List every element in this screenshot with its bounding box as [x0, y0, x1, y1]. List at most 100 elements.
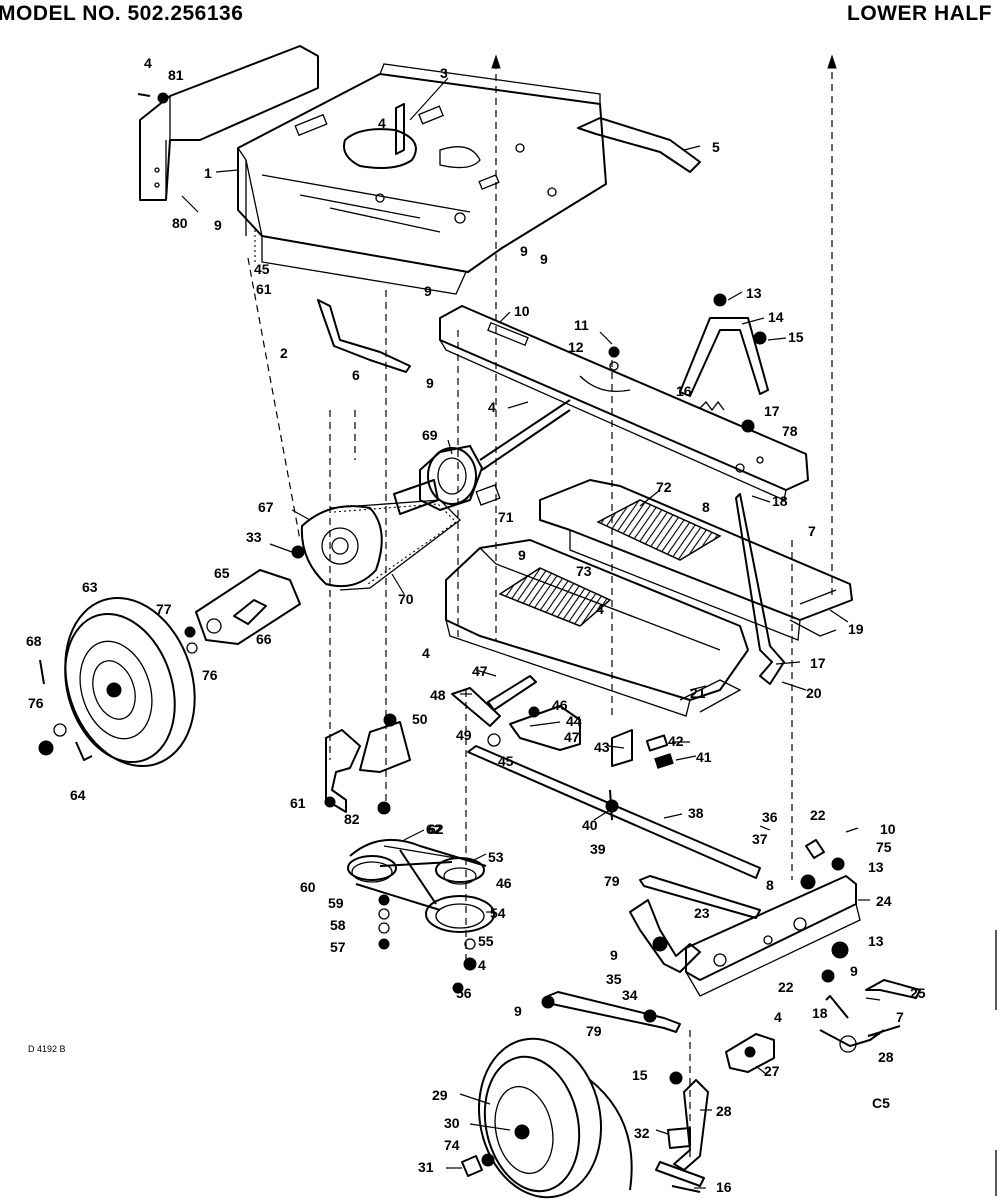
callout-2: 2 [280, 345, 288, 361]
callout-76b: 76 [28, 695, 44, 711]
callout-12: 12 [568, 339, 584, 355]
callout-80: 80 [172, 215, 188, 231]
callout-54: 54 [490, 905, 506, 921]
rod-6 [317, 299, 411, 373]
callout-18b: 18 [812, 1005, 828, 1021]
hub-65 [184, 545, 305, 654]
right-spindle [819, 979, 921, 1053]
callout-7: 7 [808, 523, 816, 539]
callout-56: 56 [456, 985, 472, 1001]
callout-55: 55 [478, 933, 494, 949]
callout-28b: 28 [716, 1103, 732, 1119]
callout-66: 66 [256, 631, 272, 647]
callout-9i: 9 [514, 1003, 522, 1019]
callout-4e: 4 [422, 645, 430, 661]
callout-37: 37 [752, 831, 768, 847]
callout-67: 67 [258, 499, 274, 515]
callout-9d: 9 [426, 375, 434, 391]
lever-5 [577, 117, 701, 173]
callout-22: 22 [810, 807, 826, 823]
callout-13b: 13 [868, 859, 884, 875]
callout-labels: 4 81 3 1 80 5 4 9 9 9 45 61 2 6 9 9 10 1… [26, 55, 926, 1195]
callout-10: 10 [514, 303, 530, 319]
callout-23: 23 [694, 905, 710, 921]
callout-7b: 7 [896, 1009, 904, 1025]
callout-8: 8 [702, 499, 710, 515]
callout-20: 20 [806, 685, 822, 701]
callout-30: 30 [444, 1115, 460, 1131]
callout-4b: 4 [378, 115, 386, 131]
callout-39: 39 [590, 841, 606, 857]
callout-42: 42 [668, 733, 684, 749]
callout-4f: 4 [478, 957, 486, 973]
callout-57: 57 [330, 939, 346, 955]
callout-63: 63 [82, 579, 98, 595]
frame-pan [237, 63, 607, 295]
callout-4: 4 [144, 55, 152, 71]
callout-60: 60 [300, 879, 316, 895]
callout-13c: 13 [868, 933, 884, 949]
front-wheel [461, 1037, 633, 1199]
callout-9a: 9 [214, 217, 222, 233]
spring-16 [699, 400, 755, 433]
lift-lever [451, 675, 674, 769]
callout-17: 17 [764, 403, 780, 419]
callout-46: 46 [552, 697, 568, 713]
callout-11: 11 [574, 317, 589, 333]
callout-4d: 4 [596, 601, 604, 617]
callout-58: 58 [330, 917, 346, 933]
section-title: LOWER HALF [847, 2, 992, 25]
callout-44: 44 [566, 713, 582, 729]
rod-17-20 [735, 493, 785, 685]
callout-16b: 16 [716, 1179, 732, 1195]
bracket-27 [725, 1033, 775, 1073]
callout-77: 77 [156, 601, 172, 617]
callout-69: 69 [422, 427, 438, 443]
callout-15: 15 [788, 329, 804, 345]
model-number-title: MODEL NO. 502.256136 [0, 2, 244, 25]
callout-71: 71 [498, 509, 514, 525]
steering-arm-34 [629, 899, 701, 973]
callout-61: 61 [256, 281, 272, 297]
callout-5: 5 [712, 139, 720, 155]
drawing-code: D 4192 B [28, 1044, 66, 1054]
bracket-14 [679, 293, 769, 397]
callout-31: 31 [418, 1159, 434, 1175]
callout-68: 68 [26, 633, 42, 649]
callout-65: 65 [214, 565, 230, 581]
left-spindle [655, 1071, 709, 1193]
callout-21: 21 [690, 685, 706, 701]
callout-4c: 4 [488, 399, 496, 415]
belt-pulleys [347, 839, 495, 994]
callout-10b: 10 [880, 821, 896, 837]
callout-64: 64 [70, 787, 86, 803]
callout-45b: 45 [498, 753, 514, 769]
callout-81: 81 [168, 67, 184, 83]
callout-74: 74 [444, 1137, 460, 1153]
callout-47: 47 [472, 663, 488, 679]
callout-9h: 9 [850, 963, 858, 979]
callout-82: 82 [344, 811, 360, 827]
callout-9g: 9 [610, 947, 618, 963]
callout-62: 62 [426, 821, 442, 837]
callout-33: 33 [246, 529, 262, 545]
bar-38 [467, 745, 761, 879]
callout-4g: 4 [774, 1009, 782, 1025]
callout-70: 70 [398, 591, 414, 607]
callout-19: 19 [848, 621, 864, 637]
callout-17b: 17 [810, 655, 826, 671]
callout-50: 50 [412, 711, 428, 727]
deck-72 [539, 479, 853, 641]
bracket-50 [324, 713, 411, 815]
drag-link-79 [541, 875, 761, 1033]
callout-22b: 22 [778, 979, 794, 995]
callout-25: 25 [910, 985, 926, 1001]
left-rear-wheel [38, 596, 196, 768]
leader-lines [181, 77, 881, 1189]
callout-24: 24 [876, 893, 892, 909]
callout-13: 13 [746, 285, 762, 301]
callout-36: 36 [762, 809, 778, 825]
callout-75: 75 [876, 839, 892, 855]
callout-59: 59 [328, 895, 344, 911]
